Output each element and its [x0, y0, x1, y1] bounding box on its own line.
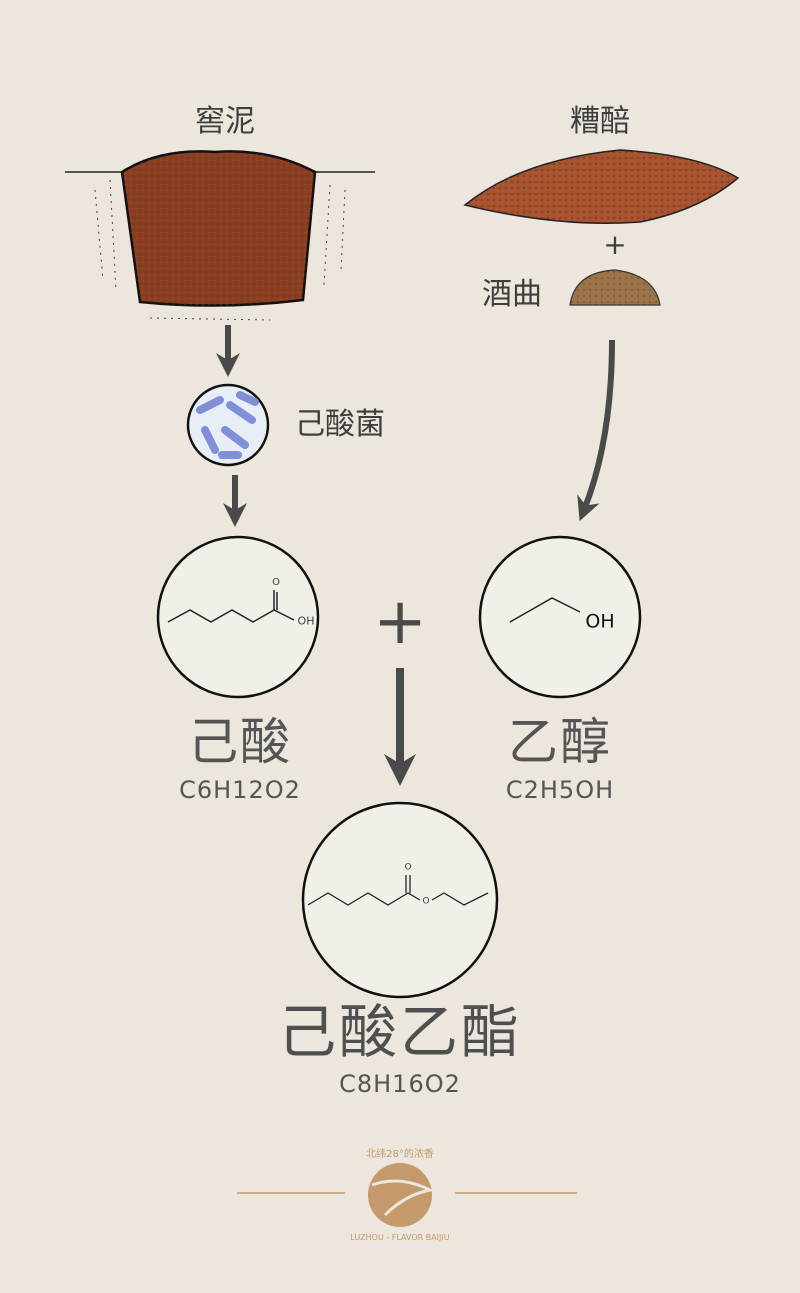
- pit-mud-label: 窖泥: [195, 104, 255, 139]
- ethyl-hexanoate-structure: [301, 801, 499, 999]
- curved-arrow-icon: [577, 339, 615, 522]
- logo-top-text: 北纬28°的浓香: [366, 1149, 434, 1160]
- hexanoic-acid-name: 己酸: [188, 713, 292, 771]
- pit-mud-illustration: [65, 150, 375, 321]
- ethanol-formula: C2H5OH: [505, 776, 615, 804]
- ethyl-hexanoate-formula: C8H16O2: [339, 1070, 461, 1098]
- ethanol-name: 乙醇: [508, 713, 612, 771]
- plus-sign: +: [603, 228, 627, 261]
- ethanol-oh-label: OH: [585, 610, 615, 633]
- qu-starter-illustration: [569, 269, 661, 306]
- bacteria-label: 己酸菌: [295, 407, 385, 442]
- hexanoic-acid-structure: [156, 535, 320, 699]
- carbonyl-o-label: O: [272, 577, 280, 588]
- qu-starter-label: 酒曲: [482, 277, 542, 312]
- bacteria-icon: [186, 383, 270, 467]
- hexanoic-acid-formula: C6H12O2: [179, 776, 301, 804]
- fermented-grains-illustration: [463, 149, 740, 224]
- logo-bottom-text: LUZHOU - FLAVOR BAIJIU: [350, 1233, 450, 1242]
- fermented-grains-label: 糟醅: [570, 104, 630, 139]
- ester-carbonyl-o-label: O: [404, 862, 412, 873]
- brand-logo: [237, 1163, 577, 1227]
- ethanol-structure: [478, 535, 642, 699]
- ethyl-hexanoate-name: 己酸乙酯: [277, 998, 523, 1066]
- reaction-plus: +: [373, 585, 427, 659]
- acid-oh-label: OH: [297, 614, 315, 628]
- ester-o-label: O: [422, 896, 430, 907]
